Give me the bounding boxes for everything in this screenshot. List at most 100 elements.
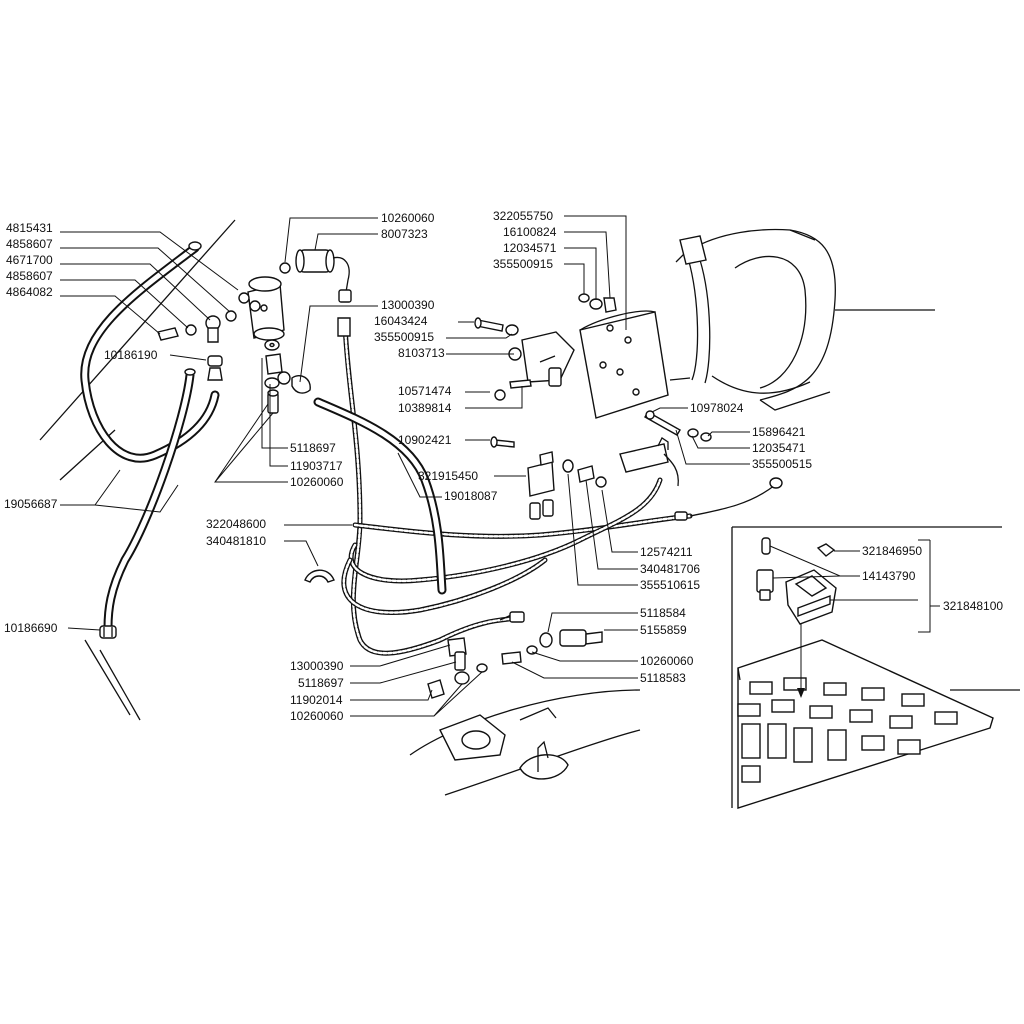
sender-unit-5155859-icon: [501, 629, 603, 665]
body-panel-edge: [99, 649, 141, 721]
leader-line-p12034571: [564, 247, 597, 300]
part-label-p19056687: 19056687: [4, 497, 58, 511]
rocker-switch-321848100-icon: [785, 569, 837, 698]
part-label-p8007323: 8007323: [381, 227, 428, 241]
leader-line-p4864082: [60, 295, 161, 335]
leader-line-p321848100: [830, 539, 940, 633]
part-label-p10571474: 10571474: [398, 384, 452, 398]
connector-5118697-icon: [265, 353, 291, 385]
lamp-lens-321846950-icon: [816, 543, 836, 557]
switch-panel-inset: [731, 526, 1020, 809]
part-label-p355500915a: 355500915: [493, 257, 553, 271]
module-12574211-icon: [619, 437, 679, 487]
hose-clamp-13000390-icon: [291, 374, 311, 394]
part-label-p4815431: 4815431: [6, 221, 53, 235]
leader-line-p5118697a: [261, 358, 288, 449]
part-label-p5118584: 5118584: [640, 606, 686, 620]
part-label-p5118697b: 5118697: [298, 676, 344, 690]
part-label-p4858607a: 4858607: [6, 237, 53, 251]
leader-line-p4858607a: [60, 247, 231, 313]
cylinder-housing-icon: [669, 228, 935, 411]
diagram-artwork: [39, 219, 1020, 809]
part-label-p321915450: 321915450: [418, 469, 478, 483]
part-label-p355510615: 355510615: [640, 578, 700, 592]
part-label-p19018087: 19018087: [444, 489, 498, 503]
leader-line-p10186190: [169, 354, 207, 361]
part-label-p355500915b: 355500915: [374, 330, 434, 344]
part-label-p11903717: 11903717: [290, 459, 343, 473]
body-panel-outline-lower: [84, 639, 131, 716]
leader-line-p10978024: [651, 407, 688, 413]
leader-line-p5118583: [511, 661, 638, 679]
bolt-16043424-icon: [474, 317, 519, 336]
leader-line-p10260060d: [531, 651, 638, 662]
hose-clamp-10186190-icon: [207, 355, 223, 381]
part-label-p10186690: 10186690: [4, 621, 58, 635]
leader-line-p4815431: [60, 231, 239, 291]
part-label-p10260060c: 10260060: [290, 709, 344, 723]
leader-line-p355510615: [567, 473, 638, 586]
part-label-p11902014: 11902014: [290, 693, 343, 707]
tube-19018087-icon: [313, 397, 447, 595]
part-label-p10389814: 10389814: [398, 401, 452, 415]
leader-line-p14143790: [769, 545, 860, 579]
part-label-p13000390a: 13000390: [381, 298, 435, 312]
part-label-p10902421: 10902421: [398, 433, 452, 447]
part-label-p5118583: 5118583: [640, 671, 686, 685]
leader-line-p4671700: [60, 263, 211, 321]
leader-line-p10260060b: [214, 403, 288, 483]
lower-connector-group-icon: [427, 637, 488, 699]
leader-line-p13000390a: [299, 305, 378, 383]
bulb-14143790-icon: [756, 537, 774, 601]
leader-line-p355500515: [675, 429, 750, 465]
part-label-p10260060d: 10260060: [640, 654, 694, 668]
hose-clamp-10186690-icon: [99, 625, 117, 639]
part-label-p5155859: 5155859: [640, 623, 687, 637]
fuse-holder-icon: [562, 459, 607, 488]
leader-line-p10260060c: [350, 671, 483, 717]
part-label-p10260060a: 10260060: [381, 211, 435, 225]
part-label-p340481706: 340481706: [640, 562, 700, 576]
leader-line-p5118697b: [350, 661, 457, 684]
leader-line-p19056687: [60, 469, 179, 513]
part-label-p8103713: 8103713: [398, 346, 445, 360]
part-label-p321848100: 321848100: [943, 599, 1003, 613]
part-label-p13000390b: 13000390: [290, 659, 344, 673]
part-label-p12574211: 12574211: [640, 545, 693, 559]
part-label-p15896421: 15896421: [752, 425, 806, 439]
part-label-p16100824: 16100824: [503, 225, 557, 239]
relay-8103713-icon: [508, 331, 575, 387]
part-label-p322055750: 322055750: [493, 209, 553, 223]
leader-line-p8007323: [314, 233, 378, 251]
washer-11903717-icon: [264, 377, 280, 389]
bracket-322055750-icon: [579, 310, 669, 419]
leader-line-p13000390b: [350, 644, 451, 667]
relay-321915450-icon: [527, 451, 555, 497]
part-label-p355500515: 355500515: [752, 457, 812, 471]
part-label-p16043424: 16043424: [374, 314, 428, 328]
part-label-p322048600: 322048600: [206, 517, 266, 531]
engine-block-outline: [409, 689, 641, 796]
leader-line-p322055750: [564, 215, 627, 330]
bolt-10571474-icon: [494, 379, 532, 401]
fuel-hose-19056687: [80, 241, 220, 633]
leader-line-p5118584: [547, 612, 638, 633]
fuel-pump-fittings: [157, 292, 250, 343]
fuel-pump-icon: [240, 276, 285, 341]
leader-line-p10186690: [67, 627, 101, 631]
switch-panel-slots: [737, 677, 958, 783]
part-label-p5118697a: 5118697: [290, 441, 336, 455]
body-panel-outline: [39, 219, 236, 441]
part-label-p10186190: 10186190: [104, 348, 158, 362]
screw-10902421-icon: [490, 436, 515, 448]
part-label-p14143790: 14143790: [862, 569, 916, 583]
part-label-p340481810: 340481810: [206, 534, 266, 548]
leader-line-p355500915a: [564, 263, 585, 294]
part-label-p4858607b: 4858607: [6, 269, 53, 283]
leader-line-p11903717: [269, 384, 288, 467]
part-label-p4864082: 4864082: [6, 285, 53, 299]
leader-line-p355500915b: [446, 333, 513, 339]
wiring-harness-322048600: [337, 317, 783, 656]
grommet-340481810-icon: [304, 569, 335, 583]
